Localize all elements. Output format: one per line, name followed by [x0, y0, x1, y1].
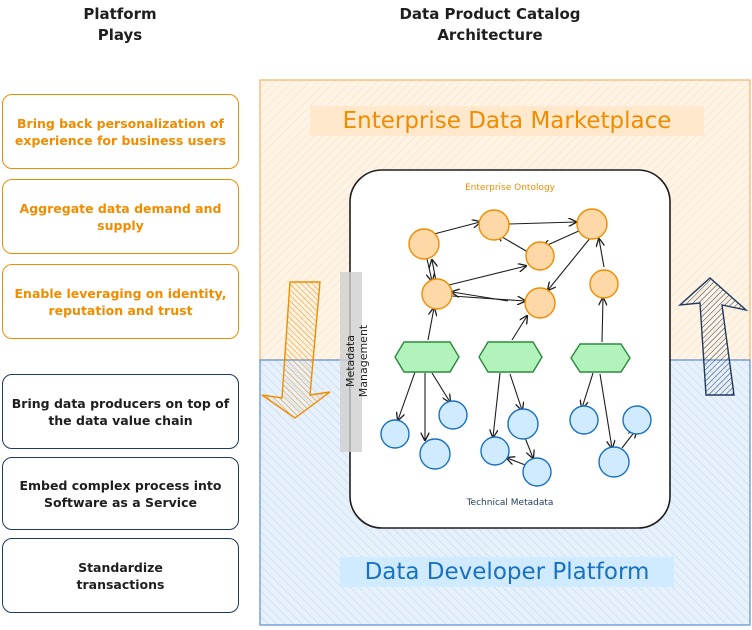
play-personalization: Bring back personalization of experience…: [2, 94, 239, 169]
up-arrow: [677, 277, 749, 396]
technical-node: [598, 446, 630, 478]
ontology-node: [576, 208, 608, 240]
catalog-header-line2: Architecture: [437, 26, 543, 44]
down-arrow: [261, 281, 331, 419]
play-text: Embed complex process into Software as a…: [19, 477, 222, 510]
play-standardize: Standardize transactions: [2, 538, 239, 613]
marketplace-title: Enterprise Data Marketplace: [310, 106, 704, 136]
ontology-node: [524, 287, 556, 319]
metadata-bar: [340, 272, 362, 452]
technical-node: [438, 400, 468, 430]
platform-plays-header-line2: Plays: [97, 26, 143, 44]
technical-node: [569, 405, 599, 435]
platform-plays-header-line1: Platform: [83, 5, 157, 23]
metadata-management-label: Metadata Management: [344, 324, 370, 398]
catalog-header: Data Product Catalog Architecture: [370, 4, 610, 46]
technical-metadata-label: Technical Metadata: [466, 498, 554, 508]
play-aggregate-demand: Aggregate data demand and supply: [2, 179, 239, 254]
technical-node: [480, 436, 510, 466]
technical-node: [507, 408, 539, 440]
ontology-node: [589, 269, 619, 299]
platform-plays-header: Platform Plays: [60, 4, 180, 46]
technical-node: [380, 419, 410, 449]
play-text: Enable leveraging on identity, reputatio…: [14, 285, 227, 318]
ontology-node: [408, 228, 440, 260]
developer-platform-title: Data Developer Platform: [340, 557, 674, 587]
technical-node: [522, 457, 552, 487]
play-saas: Embed complex process into Software as a…: [2, 457, 239, 530]
play-text: Bring back personalization of experience…: [14, 115, 227, 148]
ontology-node: [478, 209, 510, 241]
play-text: Standardize transactions: [76, 559, 165, 592]
metadata-hexagon: [478, 341, 543, 373]
technical-node: [419, 438, 451, 470]
metadata-hexagon: [570, 343, 631, 373]
technical-node: [622, 405, 652, 435]
ontology-node: [421, 278, 453, 310]
metadata-hexagon: [394, 341, 460, 373]
play-text: Aggregate data demand and supply: [19, 200, 222, 233]
play-text: Bring data producers on top of the data …: [11, 395, 230, 428]
ontology-label: Enterprise Ontology: [464, 183, 556, 193]
catalog-header-line1: Data Product Catalog: [399, 5, 581, 23]
play-data-producers: Bring data producers on top of the data …: [2, 374, 239, 449]
play-identity-trust: Enable leveraging on identity, reputatio…: [2, 264, 239, 339]
ontology-node: [525, 241, 555, 271]
